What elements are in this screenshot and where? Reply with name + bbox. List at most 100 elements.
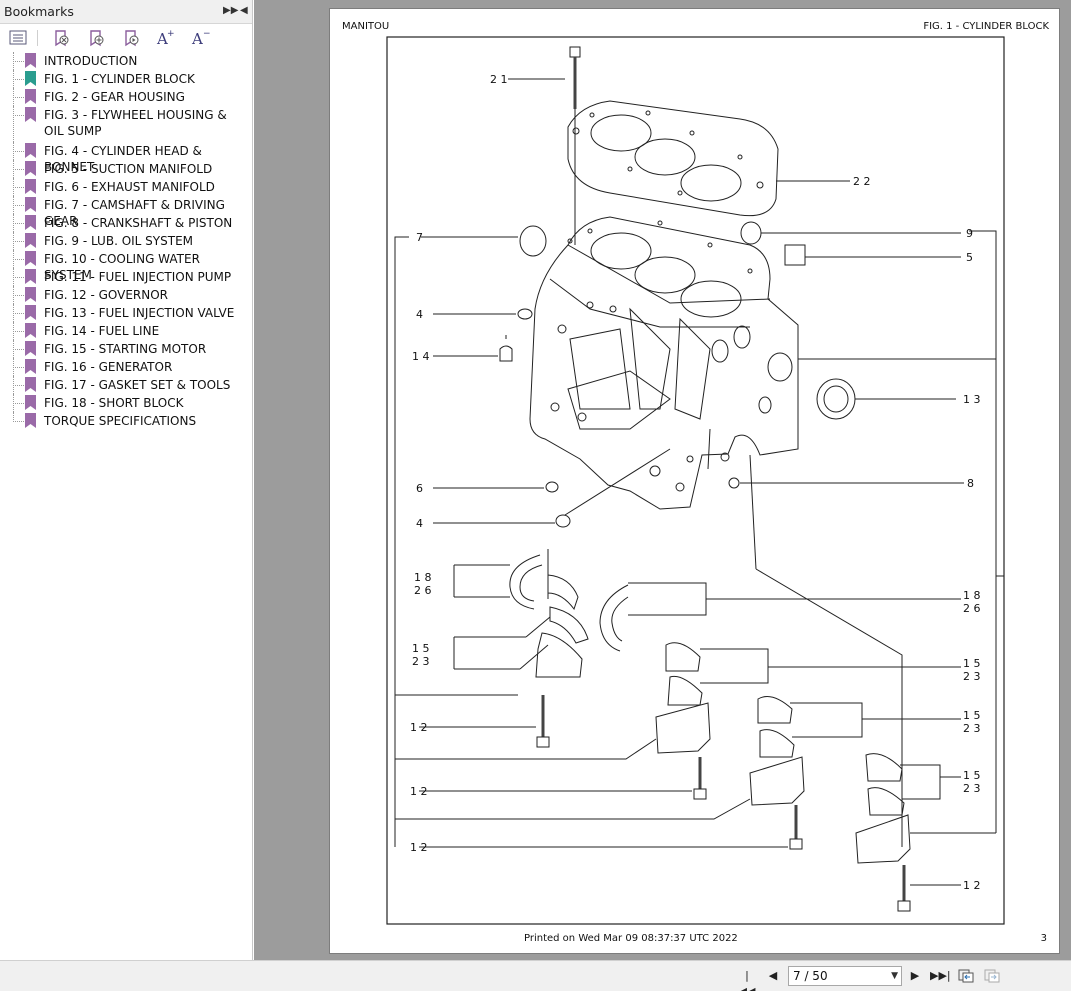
bookmark-item[interactable]: FIG. 7 - CAMSHAFT & DRIVING GEAR: [0, 196, 252, 228]
bookmark-icon: [25, 395, 36, 410]
bookmark-item[interactable]: FIG. 17 - GASKET SET & TOOLS: [0, 376, 252, 394]
bookmark-icon: [25, 233, 36, 248]
bookmark-item[interactable]: FIG. 2 - GEAR HOUSING: [0, 88, 252, 106]
callout-8: 8: [967, 477, 974, 490]
bookmark-item[interactable]: FIG. 9 - LUB. OIL SYSTEM: [0, 232, 252, 250]
bookmark-icon: [25, 197, 36, 212]
bookmark-item[interactable]: TORQUE SPECIFICATIONS: [0, 412, 252, 430]
tree-connector-line: [13, 421, 24, 422]
pdf-page: MANITOU FIG. 1 - CYLINDER BLOCK: [329, 8, 1060, 954]
callout-15-right-b: 1 5: [963, 709, 981, 722]
printed-timestamp: Printed on Wed Mar 09 08:37:37 UTC 2022: [524, 933, 738, 944]
bookmark-label: FIG. 7 - CAMSHAFT & DRIVING GEAR: [44, 198, 225, 228]
bookmark-icon: [25, 269, 36, 284]
bookmark-icon: [25, 107, 36, 122]
callout-4a: 4: [416, 308, 423, 321]
bookmark-item[interactable]: FIG. 4 - CYLINDER HEAD & BONNET: [0, 142, 252, 174]
tree-connector-line: [13, 187, 24, 188]
bookmark-icon: [25, 377, 36, 392]
go-back-view-icon[interactable]: [957, 968, 975, 984]
tree-connector-line: [13, 403, 24, 404]
bookmark-label: FIG. 15 - STARTING MOTOR: [44, 342, 207, 356]
bookmark-icon: [25, 413, 36, 428]
tree-connector-line: [13, 412, 14, 422]
bookmark-label: FIG. 13 - FUEL INJECTION VALVE: [44, 306, 235, 320]
bookmark-item[interactable]: FIG. 16 - GENERATOR: [0, 358, 252, 376]
page-selector[interactable]: 7 / 50 ▼: [788, 966, 902, 986]
callout-15-right-a: 1 5: [963, 657, 981, 670]
last-page-icon[interactable]: ▶▶|: [930, 969, 951, 982]
tree-connector-line: [13, 241, 24, 242]
bookmark-item[interactable]: FIG. 15 - STARTING MOTOR: [0, 340, 252, 358]
bookmark-icon: [25, 251, 36, 266]
tree-connector-line: [13, 259, 24, 260]
bookmark-label: FIG. 18 - SHORT BLOCK: [44, 396, 184, 410]
bookmark-item[interactable]: FIG. 10 - COOLING WATER SYSTEM: [0, 250, 252, 282]
bookmark-item[interactable]: FIG. 1 - CYLINDER BLOCK: [0, 70, 252, 88]
tree-connector-line: [13, 205, 24, 206]
bookmark-label: FIG. 3 - FLYWHEEL HOUSING & OIL SUMP: [44, 108, 227, 138]
bookmark-item[interactable]: FIG. 5 - SUCTION MANIFOLD: [0, 160, 252, 178]
bookmark-item[interactable]: INTRODUCTION: [0, 52, 252, 70]
bookmark-label: FIG. 17 - GASKET SET & TOOLS: [44, 378, 231, 392]
bookmark-label: FIG. 10 - COOLING WATER SYSTEM: [44, 252, 200, 282]
callout-14: 1 4: [412, 350, 430, 363]
page-figure-title: FIG. 1 - CYLINDER BLOCK: [923, 21, 1049, 32]
bookmark-label: FIG. 5 - SUCTION MANIFOLD: [44, 162, 213, 176]
bookmark-label: FIG. 14 - FUEL LINE: [44, 324, 160, 338]
bookmark-item[interactable]: FIG. 6 - EXHAUST MANIFOLD: [0, 178, 252, 196]
chevron-down-icon: ▼: [891, 971, 898, 981]
document-view[interactable]: MANITOU FIG. 1 - CYLINDER BLOCK: [254, 0, 1071, 960]
delete-bookmark-icon[interactable]: [50, 28, 72, 48]
callout-23-left: 2 3: [412, 655, 430, 668]
bookmark-item[interactable]: FIG. 3 - FLYWHEEL HOUSING & OIL SUMP: [0, 106, 252, 142]
callout-13: 1 3: [963, 393, 981, 406]
bookmark-label: FIG. 16 - GENERATOR: [44, 360, 173, 374]
first-page-icon[interactable]: |◀◀: [739, 969, 756, 991]
svg-text:+: +: [167, 29, 175, 39]
tree-connector-line: [13, 151, 24, 152]
bookmark-icon: [25, 89, 36, 104]
callout-21: 2 1: [490, 73, 508, 86]
bookmark-label: FIG. 2 - GEAR HOUSING: [44, 90, 185, 104]
callout-23-right-a: 2 3: [963, 670, 981, 683]
bookmark-options-icon[interactable]: [7, 28, 29, 48]
collapse-panel-icon[interactable]: ▶▶: [223, 5, 239, 16]
previous-page-icon[interactable]: ◀: [768, 969, 778, 982]
callout-26-left: 2 6: [414, 584, 432, 597]
callout-12b: 1 2: [410, 785, 428, 798]
decrease-text-size-icon[interactable]: A−: [189, 28, 211, 48]
tree-connector-line: [13, 61, 24, 62]
tree-connector-line: [13, 349, 24, 350]
page-number: 3: [1040, 933, 1047, 944]
go-forward-view-icon[interactable]: [983, 968, 1001, 984]
tree-connector-line: [13, 79, 24, 80]
callout-12c: 1 2: [410, 841, 428, 854]
bookmark-item[interactable]: FIG. 12 - GOVERNOR: [0, 286, 252, 304]
bookmark-item[interactable]: FIG. 18 - SHORT BLOCK: [0, 394, 252, 412]
tree-connector-line: [13, 367, 24, 368]
bookmark-item[interactable]: FIG. 14 - FUEL LINE: [0, 322, 252, 340]
bookmark-label: FIG. 12 - GOVERNOR: [44, 288, 169, 302]
callout-15-right-c: 1 5: [963, 769, 981, 782]
hide-panel-icon[interactable]: ◀: [240, 5, 248, 16]
next-page-icon[interactable]: ▶: [910, 969, 920, 982]
bookmark-item[interactable]: FIG. 13 - FUEL INJECTION VALVE: [0, 304, 252, 322]
bookmark-label: TORQUE SPECIFICATIONS: [44, 414, 197, 428]
expand-bookmark-icon[interactable]: [120, 28, 142, 48]
increase-text-size-icon[interactable]: A+: [154, 28, 176, 48]
toolbar-separator: [37, 30, 38, 46]
bookmark-icon: [25, 143, 36, 158]
new-bookmark-icon[interactable]: [85, 28, 107, 48]
bookmark-label: FIG. 6 - EXHAUST MANIFOLD: [44, 180, 215, 194]
bookmark-icon: [25, 71, 36, 86]
bookmark-icon: [25, 215, 36, 230]
bookmark-item[interactable]: FIG. 8 - CRANKSHAFT & PISTON: [0, 214, 252, 232]
callout-7: 7: [416, 231, 423, 244]
tree-connector-line: [13, 223, 24, 224]
bookmarks-panel: Bookmarks ▶▶ ◀ A+ A− INTR: [0, 0, 253, 960]
bookmark-item[interactable]: FIG. 11 - FUEL INJECTION PUMP: [0, 268, 252, 286]
tree-connector-line: [13, 106, 14, 142]
